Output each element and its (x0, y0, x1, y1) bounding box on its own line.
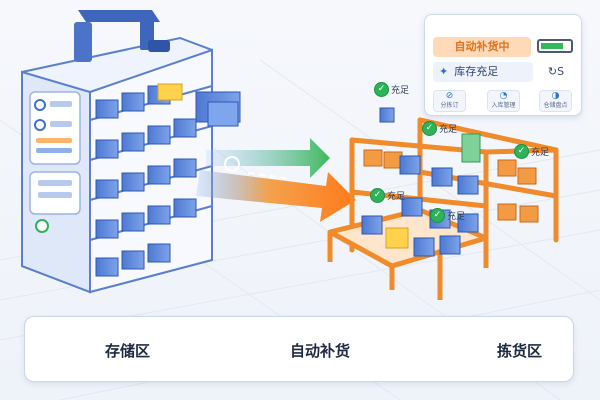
check-icon: ✓ (370, 188, 385, 203)
status-panel: 自动补货中 ✦库存充足 ↻S ⊘ 分拣订 ◔ 入库管理 ◑ 仓储盘点 (424, 14, 582, 116)
process-flow: 存储区 自动补货 拣货区 (24, 316, 574, 382)
robot-arm-icon: ✦ (439, 65, 449, 78)
check-icon: ✓ (430, 208, 445, 223)
check-icon: ✓ (374, 82, 389, 97)
panel-tile-inbound: ◔ 入库管理 (487, 90, 520, 112)
stock-badge: ✓充足 (514, 144, 549, 159)
transfer-arrows (196, 138, 356, 222)
stock-level-fill (541, 43, 563, 49)
stock-level-bar (537, 39, 573, 53)
flow-step-picking: 拣货区 (497, 342, 543, 360)
robot-arm (74, 10, 241, 127)
sorting-icon: ⊘ (445, 91, 454, 101)
panel-tile-inventory: ◑ 仓储盘点 (539, 90, 572, 112)
panel-status: ✦库存充足 (433, 62, 533, 82)
check-icon: ✓ (422, 121, 437, 136)
inventory-icon: ◑ (551, 91, 560, 101)
check-icon: ✓ (514, 144, 529, 159)
stock-badge: ✓充足 (370, 188, 405, 203)
panel-title: 自动补货中 (433, 37, 531, 57)
inbound-icon: ◔ (499, 91, 508, 101)
panel-tile-sorting: ⊘ 分拣订 (433, 90, 466, 112)
stock-badge: ✓充足 (374, 82, 409, 97)
flow-step-replenish: 自动补货 (290, 342, 351, 360)
refresh-indicator: ↻S (547, 65, 565, 78)
stock-badge: ✓充足 (430, 208, 465, 223)
flow-step-storage: 存储区 (105, 342, 151, 360)
storage-rack (21, 36, 213, 294)
stock-badge: ✓充足 (422, 121, 457, 136)
